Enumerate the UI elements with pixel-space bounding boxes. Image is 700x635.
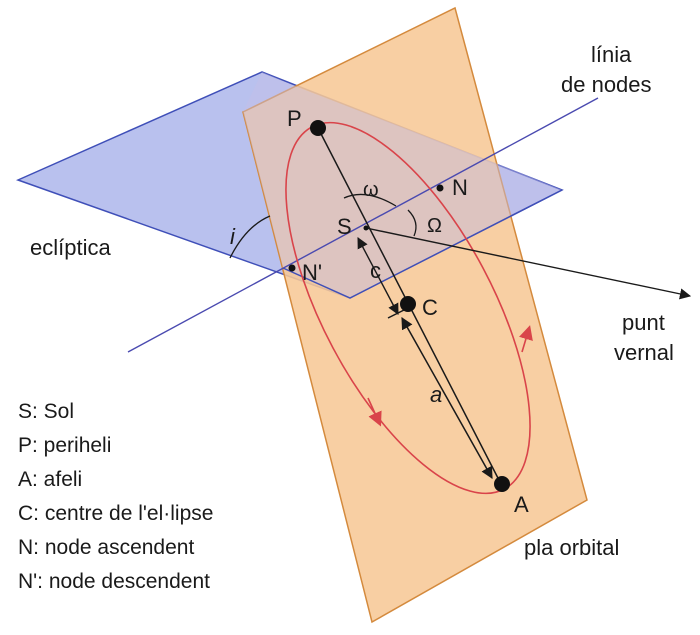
- sun-point: [363, 225, 369, 231]
- label-linia-nodes-2: de nodes: [561, 72, 652, 97]
- label-Omega: Ω: [427, 215, 442, 237]
- legend-item-periheli: P: periheli: [18, 434, 112, 457]
- descending-node-point: [288, 264, 296, 272]
- legend-item-centre: C: centre de l'el·lipse: [18, 502, 214, 525]
- centre-point: [400, 296, 416, 312]
- aphelion-point: [494, 476, 510, 492]
- legend-item-node-ascendent: N: node ascendent: [18, 536, 195, 559]
- label-omega-small: ω: [363, 179, 379, 201]
- inclination-arc: [229, 215, 271, 259]
- legend-item-sol: S: Sol: [18, 400, 75, 423]
- focal-distance-arrow: [357, 237, 399, 315]
- orbital-plane: [242, 6, 588, 624]
- ecliptic-edge-front: [282, 189, 563, 299]
- label-C: C: [422, 295, 438, 320]
- orbit-arrow-left: [367, 397, 382, 427]
- label-P: P: [287, 106, 302, 131]
- legend-item-node-descendent: N': node descendent: [18, 570, 210, 593]
- legend-item-afeli: A: afeli: [18, 468, 83, 491]
- Omega-arc: [407, 209, 417, 237]
- label-linia-nodes-1: línia: [591, 42, 632, 67]
- omega-arc: [343, 193, 397, 207]
- perihelion-point: [310, 120, 326, 136]
- semi-major-axis-arrow: [401, 316, 493, 480]
- line-of-nodes: [127, 97, 599, 353]
- label-ecliptica: eclíptica: [30, 235, 111, 260]
- label-A: A: [514, 492, 529, 517]
- label-c: c: [370, 258, 381, 283]
- label-N: N: [452, 175, 468, 200]
- label-N-prime: N': [302, 260, 322, 285]
- label-i: i: [230, 224, 236, 249]
- label-pla-orbital: pla orbital: [524, 535, 619, 560]
- vernal-direction-arrow: [365, 227, 692, 300]
- label-punt: punt: [622, 310, 665, 335]
- tick-mark: [387, 309, 405, 319]
- label-S: S: [337, 214, 352, 239]
- orbit-arrow-right: [519, 325, 533, 353]
- label-vernal: vernal: [614, 340, 674, 365]
- legend: S: Sol P: periheli A: afeli C: centre de…: [18, 395, 213, 599]
- label-a: a: [430, 382, 442, 407]
- ascending-node-point: [436, 184, 444, 192]
